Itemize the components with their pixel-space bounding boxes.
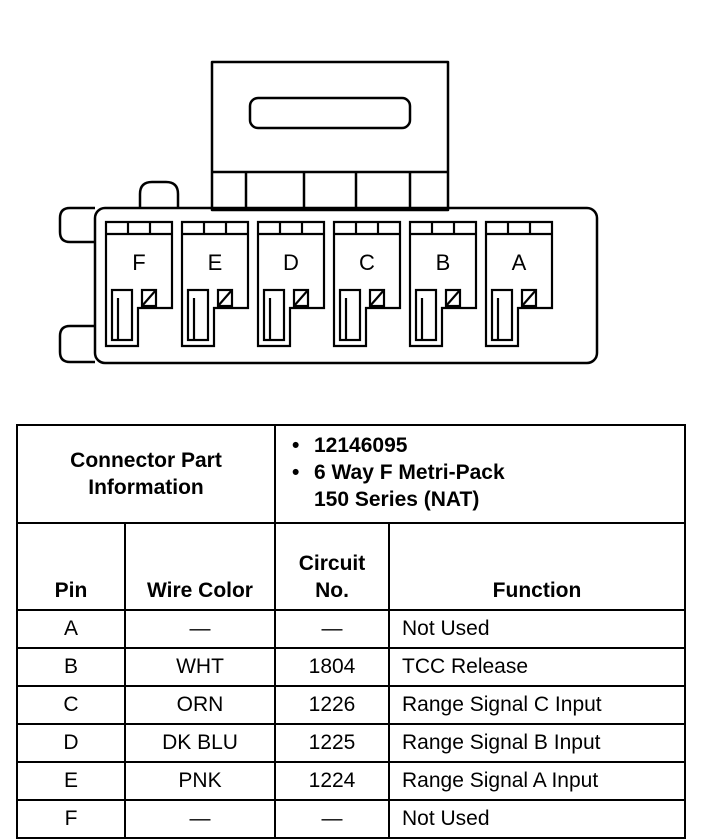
header-wire-color: Wire Color [124,522,276,611]
left-tab-bottom [58,324,95,364]
part-description: 6 Way F Metri-Pack 150 Series (NAT) [292,459,684,513]
header-circuit: Circuit No. [274,522,390,611]
latch-slot [248,96,412,130]
pin-label-f: F [132,250,145,275]
wire-color-cell: WHT [124,647,276,687]
pin-cell: A [16,609,126,649]
connector-part-values: 12146095 6 Way F Metri-Pack 150 Series (… [274,424,686,524]
pin-cell: C [16,685,126,725]
table-row: E PNK 1224 Range Signal A Input [16,761,686,801]
pin-label-a: A [512,250,527,275]
circuit-cell: — [274,799,390,839]
description-line-2: 150 Series (NAT) [314,488,480,511]
top-left-bump [138,180,180,208]
function-cell: Range Signal A Input [388,761,686,801]
pin-cell: B [16,647,126,687]
pin-cavity-f [104,220,174,348]
pin-label-d: D [283,250,299,275]
pin-cell: F [16,799,126,839]
pin-cavity-b [408,220,478,348]
connector-part-label: Connector Part Information [16,424,276,524]
pin-cell: D [16,723,126,763]
pin-label-b: B [436,250,451,275]
header-circuit-line-2: No. [315,579,349,602]
connector-body [93,206,599,365]
table-row: D DK BLU 1225 Range Signal B Input [16,723,686,763]
wire-color-cell: ORN [124,685,276,725]
left-tab-top [58,206,95,244]
pin-cell: E [16,761,126,801]
pin-cavity-c [332,220,402,348]
description-line-1: 6 Way F Metri-Pack [314,461,505,484]
wire-color-cell: DK BLU [124,723,276,763]
function-cell: TCC Release [388,647,686,687]
header-pin: Pin [16,522,126,611]
table-row: B WHT 1804 TCC Release [16,647,686,687]
table-row: C ORN 1226 Range Signal C Input [16,685,686,725]
pin-cavity-d [256,220,326,348]
pin-cavity-e [180,220,250,348]
table-row: F — — Not Used [16,799,686,839]
header-circuit-line-1: Circuit [298,552,366,575]
header-function: Function [388,522,686,611]
pin-cavity-a [484,220,554,348]
function-cell: Range Signal C Input [388,685,686,725]
circuit-cell: 1804 [274,647,390,687]
pin-label-c: C [359,250,375,275]
label-line-1: Connector Part [70,449,222,472]
connector-info-table: Connector Part Information 12146095 6 Wa… [16,424,686,839]
circuit-cell: 1225 [274,723,390,763]
wire-color-cell: PNK [124,761,276,801]
function-cell: Range Signal B Input [388,723,686,763]
wire-color-cell: — [124,799,276,839]
part-number: 12146095 [292,432,684,459]
pin-label-e: E [208,250,223,275]
wire-color-cell: — [124,609,276,649]
function-cell: Not Used [388,799,686,839]
function-cell: Not Used [388,609,686,649]
table-row: A — — Not Used [16,609,686,649]
circuit-cell: — [274,609,390,649]
label-line-2: Information [88,476,204,499]
latch-housing [210,60,450,212]
circuit-cell: 1224 [274,761,390,801]
circuit-cell: 1226 [274,685,390,725]
